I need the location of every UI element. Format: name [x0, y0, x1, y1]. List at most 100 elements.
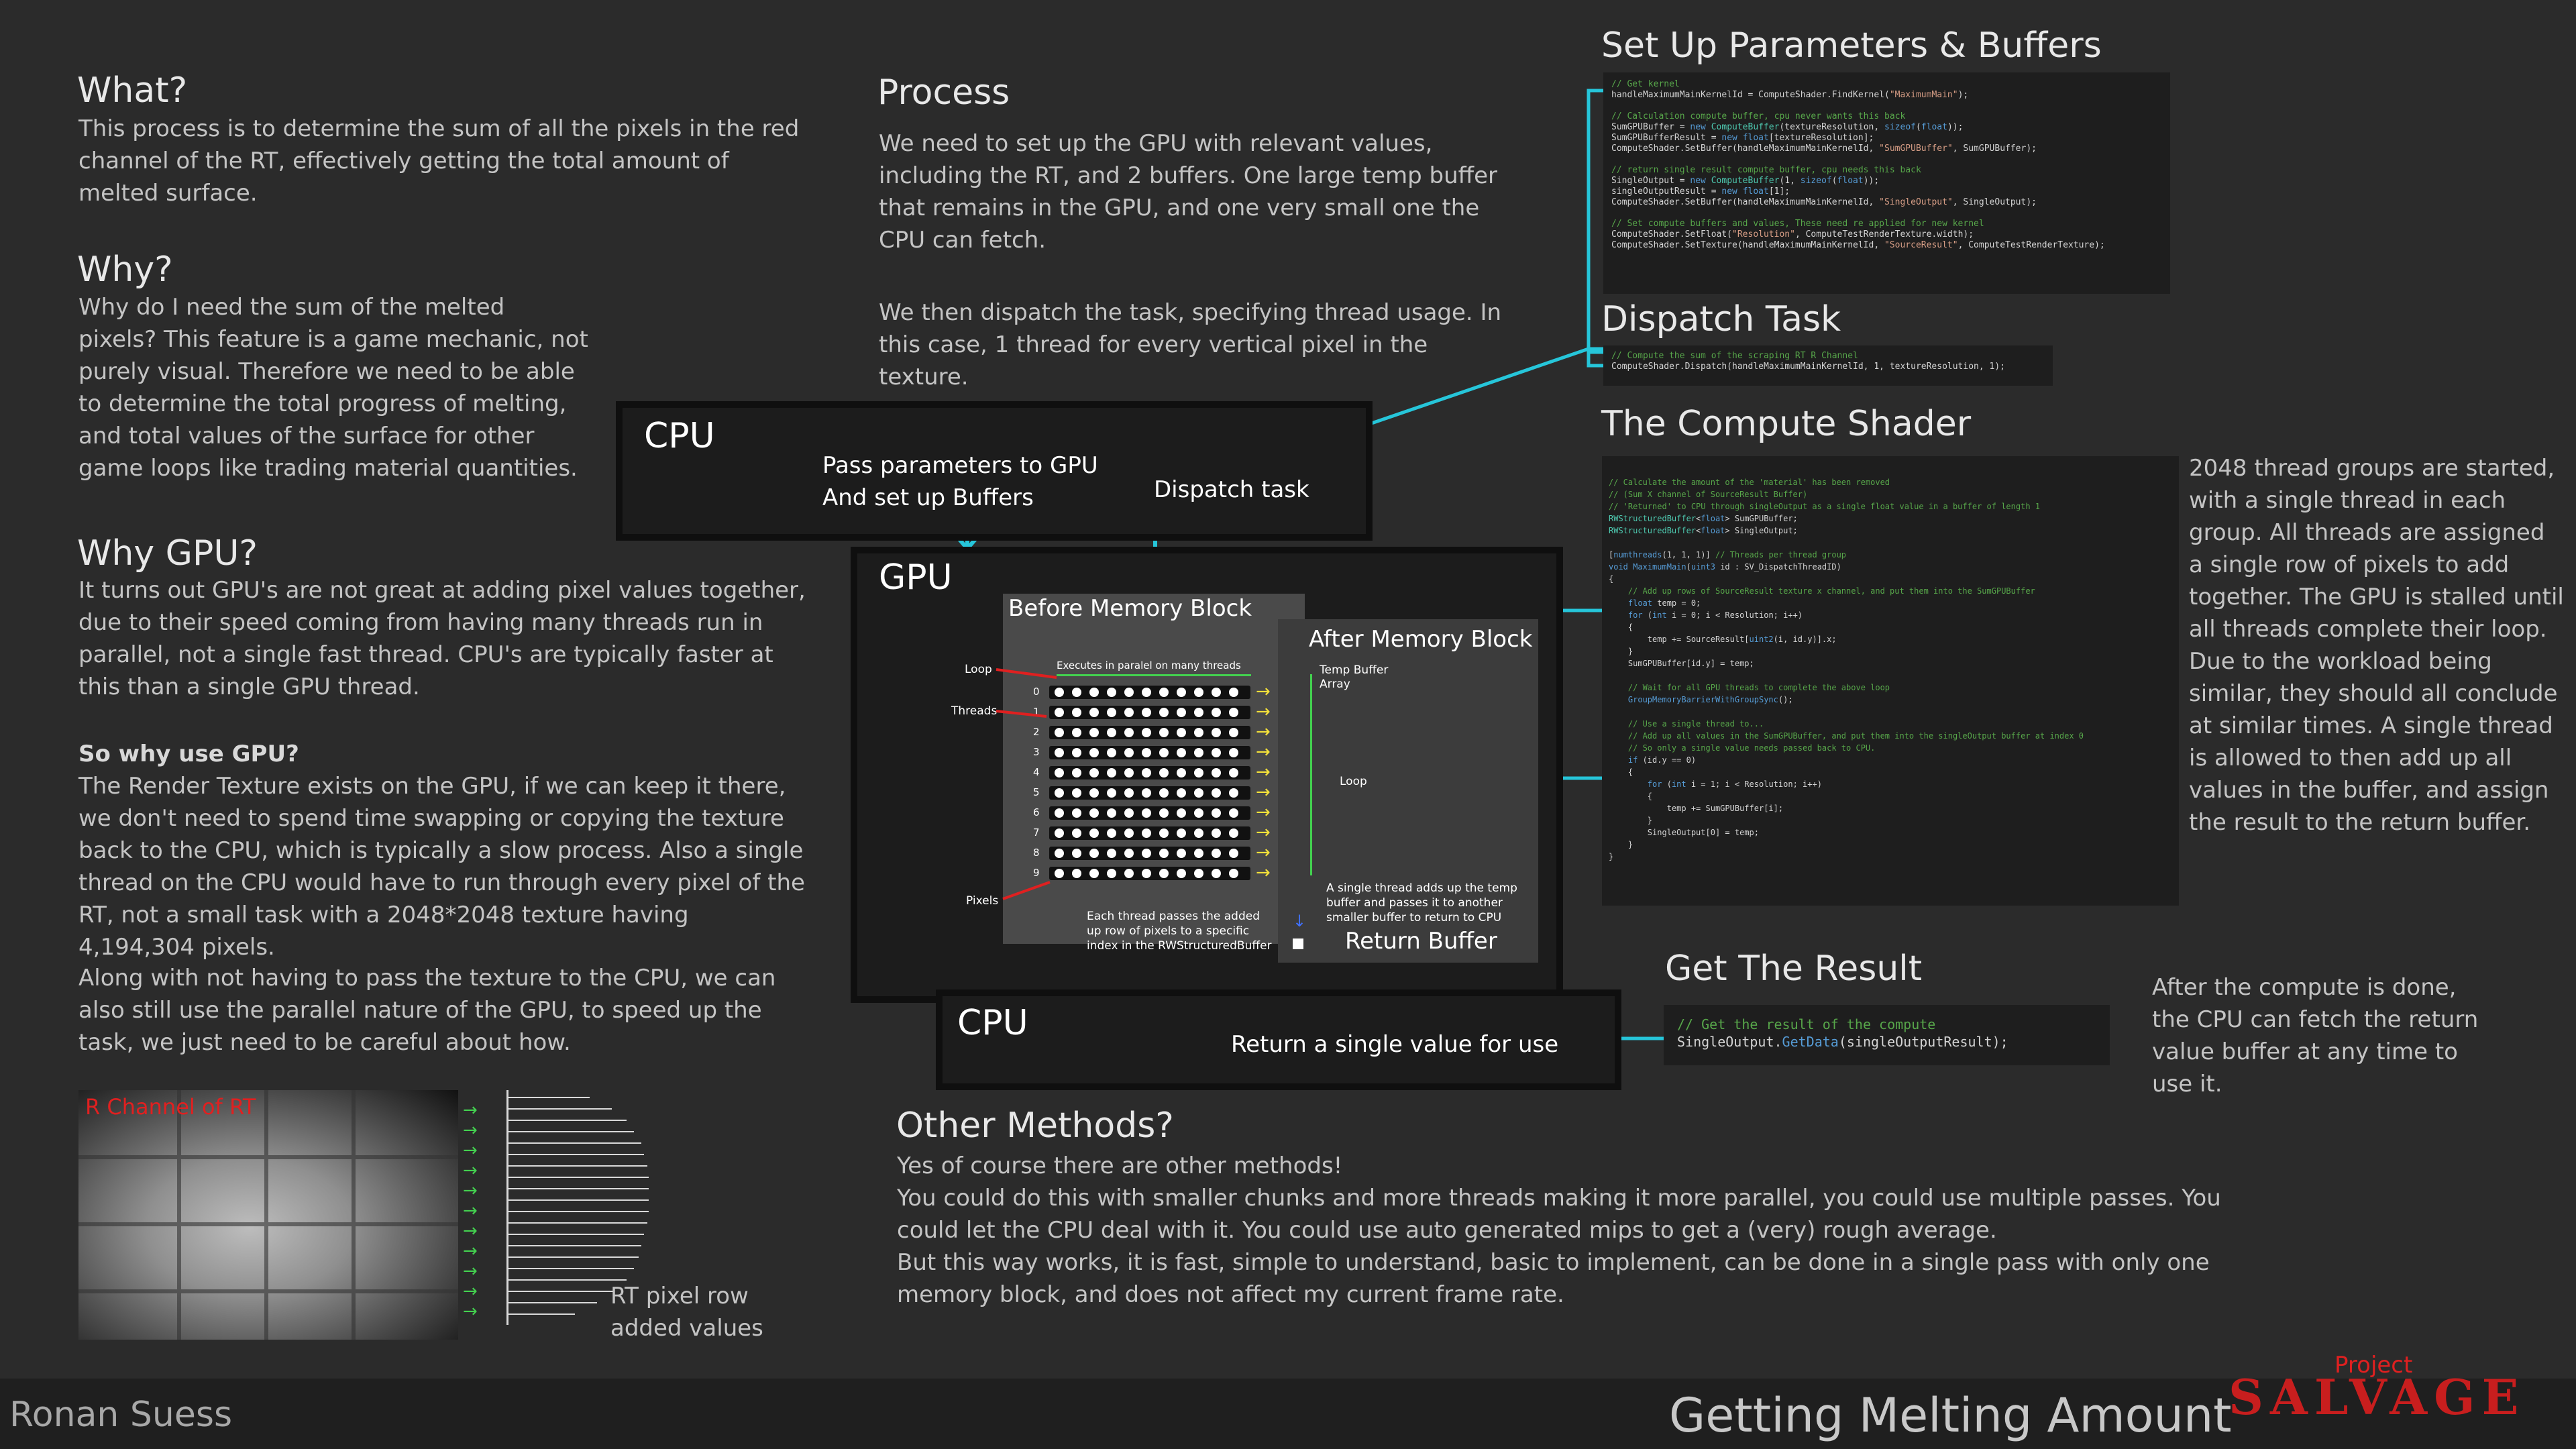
pixel-dot	[1194, 768, 1203, 777]
before-block-title: Before Memory Block	[1008, 595, 1252, 622]
rt-row-bar	[508, 1165, 647, 1167]
temp-buffer-label: Temp Buffer Array	[1320, 663, 1389, 691]
compute-text: 2048 thread groups are started, with a s…	[2189, 455, 2564, 836]
after-block-title: After Memory Block	[1309, 626, 1533, 653]
arrow-icon: →	[463, 1241, 478, 1261]
pixel-dot	[1124, 768, 1134, 777]
pixel-dot	[1159, 808, 1169, 818]
pixel-dot	[1194, 728, 1203, 737]
pixel-dot	[1142, 869, 1151, 878]
pixel-dot	[1089, 828, 1099, 838]
pixel-row	[1049, 786, 1250, 800]
pixel-dot	[1124, 708, 1134, 717]
pixels-label: Pixels	[966, 894, 999, 908]
pixel-dot	[1107, 849, 1116, 858]
rt-row-bar	[508, 1108, 612, 1110]
process-text-2: We then dispatch the task, specifying th…	[879, 299, 1502, 390]
pixel-dot	[1229, 808, 1238, 818]
pixel-dot	[1159, 688, 1169, 697]
rt-row-bar	[508, 1097, 590, 1098]
yellow-arrow-icon: →	[1256, 762, 1271, 782]
pixel-dot	[1089, 788, 1099, 798]
what-text: This process is to determine the sum of …	[78, 115, 800, 207]
return-buffer-label: Return Buffer	[1345, 928, 1497, 955]
thread-number: 9	[1033, 867, 1040, 879]
pixel-dot	[1124, 788, 1134, 798]
thread-row: 7→	[1033, 822, 1294, 843]
pixel-dot	[1212, 828, 1221, 838]
pixel-dot	[1124, 869, 1134, 878]
thread-row: 0→	[1033, 682, 1294, 702]
rt-image: R Channel of RT	[78, 1090, 458, 1340]
rt-row-bar	[508, 1268, 634, 1269]
cpu-label: CPU	[644, 416, 715, 456]
thread-row: 9→	[1033, 863, 1294, 883]
thread-number: 3	[1033, 746, 1040, 758]
pixel-dot	[1194, 688, 1203, 697]
loop-label: Loop	[965, 663, 992, 676]
pixel-dot	[1055, 788, 1064, 798]
pixel-dot	[1124, 748, 1134, 757]
thread-number: 8	[1033, 847, 1040, 859]
pixel-dot	[1124, 828, 1134, 838]
logo-small-text: Project	[2334, 1352, 2413, 1379]
arrow-icon: →	[463, 1201, 478, 1221]
cpu-dispatch-text: Dispatch task	[1154, 476, 1309, 503]
yellow-arrow-icon: →	[1256, 702, 1271, 722]
rt-row-bar	[508, 1245, 641, 1246]
result-code: // Get the result of the compute SingleO…	[1664, 1005, 2110, 1065]
pixel-dot	[1055, 869, 1064, 878]
dispatch-code: // Compute the sum of the scraping RT R …	[1603, 345, 2053, 386]
pixel-dot	[1089, 728, 1099, 737]
pixel-dot	[1142, 708, 1151, 717]
footer-title: Getting Melting Amount	[1669, 1388, 2232, 1443]
rt-row-bar	[508, 1279, 627, 1281]
rt-arrows: → → → → → → → → → → →	[463, 1100, 496, 1328]
yellow-arrow-icon: →	[1256, 802, 1271, 822]
rt-row-bar	[508, 1199, 649, 1201]
pixel-dot	[1072, 788, 1081, 798]
why-text: Why do I need the sum of the melted pixe…	[78, 294, 588, 482]
thread-number: 6	[1033, 806, 1040, 818]
pixel-dot	[1107, 728, 1116, 737]
thread-number: 1	[1033, 706, 1040, 718]
pixel-dot	[1159, 828, 1169, 838]
pixel-dot	[1159, 708, 1169, 717]
pixel-dot	[1055, 688, 1064, 697]
pixel-dot	[1107, 748, 1116, 757]
arrow-icon: →	[463, 1281, 478, 1301]
pixel-dot	[1142, 788, 1151, 798]
rt-row-bar	[508, 1177, 649, 1178]
process-text-1: We need to set up the GPU with relevant …	[879, 130, 1498, 254]
thread-grid: 0→1→2→3→4→5→6→7→8→9→	[1033, 682, 1294, 885]
pixel-dot	[1055, 828, 1064, 838]
pixel-dot	[1072, 768, 1081, 777]
other-heading: Other Methods?	[896, 1106, 1174, 1146]
pixel-row	[1049, 686, 1250, 699]
pixel-row	[1049, 826, 1250, 840]
yellow-arrow-icon: →	[1256, 722, 1271, 742]
thread-row: 5→	[1033, 782, 1294, 802]
pixel-dot	[1159, 748, 1169, 757]
arrow-icon: →	[463, 1221, 478, 1241]
thread-number: 4	[1033, 766, 1040, 778]
down-arrow-icon: ↓	[1293, 912, 1307, 930]
pixel-dot	[1194, 849, 1203, 858]
pixel-dot	[1229, 688, 1238, 697]
pixel-dot	[1089, 708, 1099, 717]
pixel-dot	[1194, 808, 1203, 818]
pixel-dot	[1229, 828, 1238, 838]
pixel-dot	[1229, 708, 1238, 717]
pixel-dot	[1089, 849, 1099, 858]
pixel-dot	[1107, 688, 1116, 697]
cpu2-label: CPU	[957, 1003, 1028, 1043]
pixel-dot	[1107, 708, 1116, 717]
pixel-dot	[1089, 688, 1099, 697]
pixel-dot	[1072, 688, 1081, 697]
pixel-dot	[1212, 849, 1221, 858]
rt-row-bars	[506, 1090, 656, 1325]
pixel-dot	[1142, 768, 1151, 777]
footer-bar: Ronan Suess Getting Melting Amount	[0, 1379, 2576, 1449]
thread-number: 5	[1033, 786, 1040, 798]
pixel-row	[1049, 706, 1250, 719]
